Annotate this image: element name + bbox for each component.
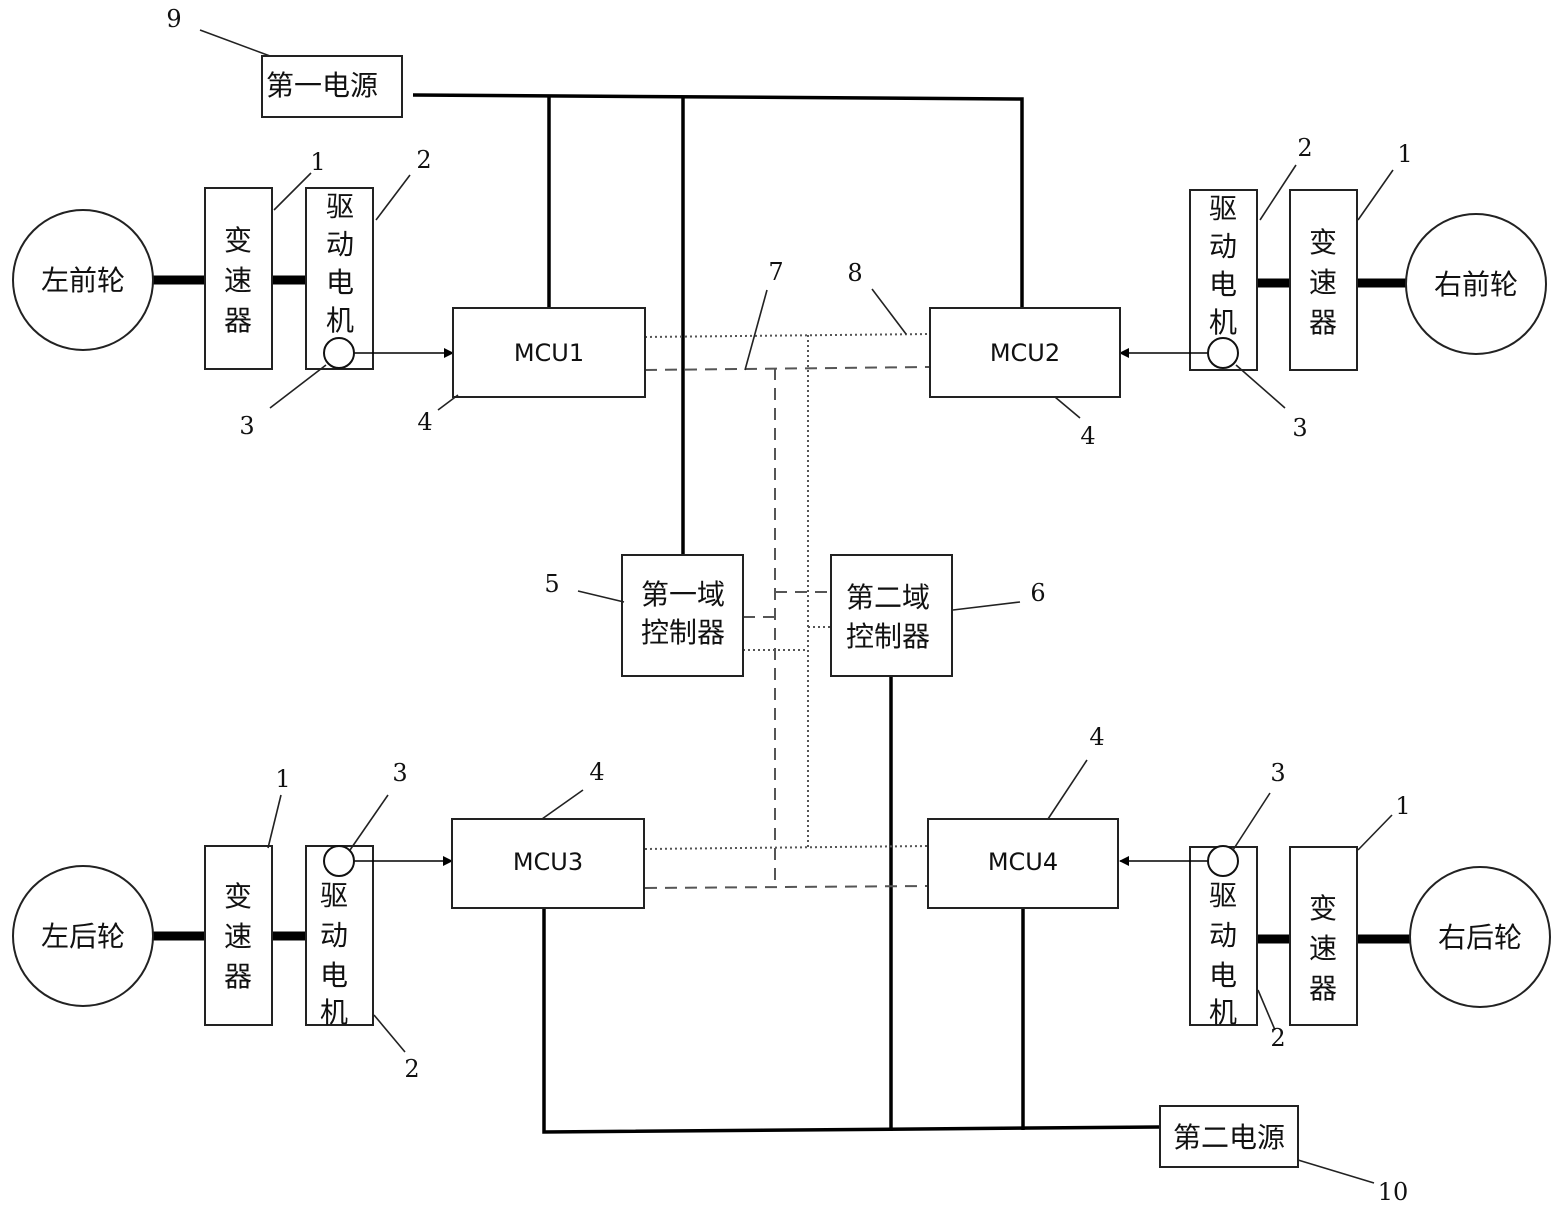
svg-text:第二域: 第二域 [846, 581, 930, 614]
svg-text:动: 动 [326, 228, 354, 261]
callout-6: 6 [1030, 579, 1045, 607]
transmission-front-right: 变 速 器 [1289, 189, 1358, 371]
mcu1-box: MCU1 [452, 307, 646, 398]
svg-text:电: 电 [1209, 268, 1237, 301]
power2-bus [542, 908, 1161, 1134]
svg-text:电: 电 [1209, 959, 1237, 992]
power1-bus [412, 93, 1024, 308]
callout-3: 3 [239, 412, 254, 440]
callout-2: 2 [1270, 1024, 1285, 1052]
callout-2: 2 [1297, 134, 1312, 162]
transmission-rear-left: 变 速 器 [204, 845, 273, 1026]
svg-text:速: 速 [224, 264, 252, 297]
mcu2-box: MCU2 [929, 307, 1121, 398]
wheel-rear-right: 右后轮 [1409, 866, 1551, 1008]
svg-text:MCU3: MCU3 [513, 848, 583, 876]
callout-7: 7 [768, 258, 783, 286]
svg-text:动: 动 [320, 919, 348, 952]
callout-4: 4 [1080, 422, 1095, 450]
svg-text:器: 器 [224, 960, 252, 993]
mcu4-box: MCU4 [927, 818, 1119, 909]
svg-text:器: 器 [1309, 306, 1337, 339]
callout-8: 8 [847, 259, 862, 287]
svg-text:机: 机 [1209, 996, 1237, 1029]
svg-text:速: 速 [224, 920, 252, 953]
svg-text:右前轮: 右前轮 [1434, 268, 1518, 301]
wheel-front-left: 左前轮 [12, 209, 154, 351]
sensor-icon [1207, 845, 1239, 877]
sensor-icon [323, 337, 355, 369]
shafts [152, 275, 1410, 944]
svg-text:MCU1: MCU1 [514, 339, 584, 367]
wheel-rear-left: 左后轮 [12, 865, 154, 1007]
svg-text:动: 动 [1209, 230, 1237, 263]
svg-text:电: 电 [326, 266, 354, 299]
svg-text:驱: 驱 [1209, 192, 1237, 225]
callout-5: 5 [544, 570, 559, 598]
transmission-front-left: 变 速 器 [204, 187, 273, 370]
dashed-bus [644, 366, 931, 889]
callout-4: 4 [1089, 723, 1104, 751]
callout-4: 4 [589, 758, 604, 786]
svg-text:驱: 驱 [1209, 879, 1237, 912]
svg-text:控制器: 控制器 [641, 616, 725, 649]
sensor-icon [1207, 337, 1239, 369]
svg-text:右后轮: 右后轮 [1438, 921, 1522, 954]
svg-text:变: 变 [1309, 226, 1337, 259]
sensor-signal-rear-left [323, 845, 453, 877]
svg-text:第二电源: 第二电源 [1173, 1121, 1285, 1154]
callout-2: 2 [416, 146, 431, 174]
callout-1: 1 [275, 765, 290, 793]
callout-10: 10 [1378, 1178, 1409, 1206]
svg-text:变: 变 [224, 224, 252, 257]
power-supply-2: 第二电源 [1159, 1105, 1299, 1168]
callout-numbers: 9 1 2 3 4 2 1 3 4 7 8 5 6 1 3 4 4 3 1 2 … [166, 5, 1412, 1206]
callout-9: 9 [166, 5, 181, 33]
svg-text:左后轮: 左后轮 [41, 920, 125, 953]
svg-text:机: 机 [1209, 306, 1237, 339]
sensor-icon [323, 845, 355, 877]
callout-3: 3 [1270, 759, 1285, 787]
callout-3: 3 [1292, 414, 1307, 442]
svg-text:电: 电 [320, 959, 348, 992]
svg-text:器: 器 [224, 304, 252, 337]
svg-text:驱: 驱 [326, 190, 354, 223]
power-lines [412, 93, 1161, 1134]
callout-2: 2 [404, 1055, 419, 1083]
mcu3-box: MCU3 [451, 818, 645, 909]
svg-text:变: 变 [1309, 892, 1337, 925]
svg-text:速: 速 [1309, 266, 1337, 299]
svg-text:机: 机 [326, 304, 354, 337]
svg-text:MCU4: MCU4 [988, 848, 1058, 876]
domain-controller-2: 第二域 控制器 [830, 554, 953, 677]
callout-1: 1 [1395, 792, 1410, 820]
sensor-signal-front-right [1119, 337, 1239, 369]
svg-text:左前轮: 左前轮 [41, 264, 125, 297]
power-supply-1: 第一电源 [261, 55, 403, 118]
svg-text:变: 变 [224, 880, 252, 913]
transmission-rear-right: 变 速 器 [1289, 846, 1358, 1026]
wheel-front-right: 右前轮 [1405, 213, 1547, 355]
svg-text:控制器: 控制器 [846, 620, 930, 653]
svg-text:第一域: 第一域 [641, 578, 725, 611]
callout-3: 3 [392, 759, 407, 787]
svg-text:第一电源: 第一电源 [266, 69, 378, 102]
svg-text:机: 机 [320, 996, 348, 1029]
callout-leaders [199, 29, 1394, 1184]
svg-text:MCU2: MCU2 [990, 339, 1060, 367]
sensor-signal-front-left [323, 337, 454, 369]
dotted-bus [644, 333, 931, 850]
callout-4: 4 [417, 408, 432, 436]
svg-text:动: 动 [1209, 919, 1237, 952]
svg-text:驱: 驱 [320, 879, 348, 912]
domain-controller-1: 第一域 控制器 [621, 554, 744, 677]
svg-text:速: 速 [1309, 932, 1337, 965]
callout-1: 1 [310, 148, 325, 176]
callout-1: 1 [1397, 140, 1412, 168]
sensor-signal-rear-right [1119, 845, 1239, 877]
svg-text:器: 器 [1309, 972, 1337, 1005]
